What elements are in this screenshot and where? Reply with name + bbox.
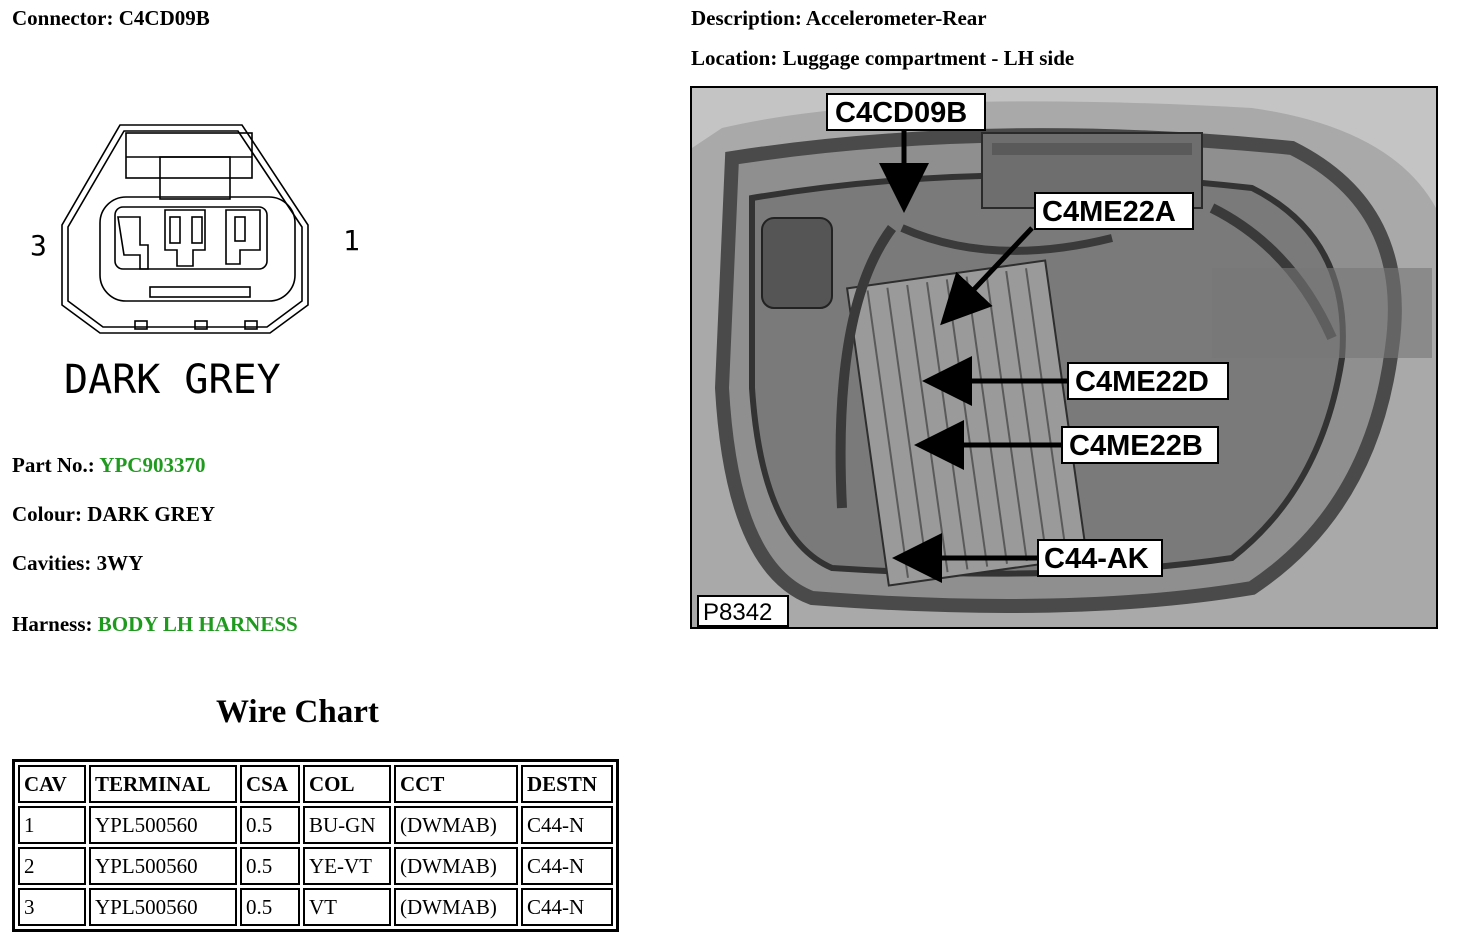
cell-col: VT <box>303 888 391 926</box>
cavities-label: Cavities: <box>12 551 92 575</box>
header-csa: CSA <box>240 765 300 803</box>
cell-destn: C44-N <box>521 806 613 844</box>
wire-chart-table: CAV TERMINAL CSA COL CCT DESTN 1 YPL5005… <box>12 759 619 932</box>
cell-cct: (DWMAB) <box>394 888 518 926</box>
cell-cav: 1 <box>18 806 86 844</box>
wire-chart-title: Wire Chart <box>216 694 379 730</box>
header-destn: DESTN <box>521 765 613 803</box>
header-cav: CAV <box>18 765 86 803</box>
table-row: 3 YPL500560 0.5 VT (DWMAB) C44-N <box>18 888 613 926</box>
callout-c4me22b: C4ME22B <box>1069 430 1203 462</box>
cavities-field: Cavities: 3WY <box>12 551 143 576</box>
pin-3-label: 3 <box>30 229 47 262</box>
wire-chart-header-row: CAV TERMINAL CSA COL CCT DESTN <box>18 765 613 803</box>
description-field: Description: Accelerometer-Rear <box>691 6 987 31</box>
cell-cav: 3 <box>18 888 86 926</box>
table-row: 2 YPL500560 0.5 YE-VT (DWMAB) C44-N <box>18 847 613 885</box>
location-value: Luggage compartment - LH side <box>782 46 1075 70</box>
cell-csa: 0.5 <box>240 806 300 844</box>
location-label: Location: <box>691 46 778 70</box>
harness-label: Harness: <box>12 612 93 636</box>
pin-1-label: 1 <box>343 224 360 257</box>
cell-csa: 0.5 <box>240 888 300 926</box>
part-no-value: YPC903370 <box>99 453 206 477</box>
cell-cav: 2 <box>18 847 86 885</box>
header-col: COL <box>303 765 391 803</box>
header-cct: CCT <box>394 765 518 803</box>
cell-cct: (DWMAB) <box>394 806 518 844</box>
cell-destn: C44-N <box>521 847 613 885</box>
cell-csa: 0.5 <box>240 847 300 885</box>
callout-c4me22a: C4ME22A <box>1042 196 1176 228</box>
callout-c4me22d: C4ME22D <box>1075 366 1209 398</box>
table-row: 1 YPL500560 0.5 BU-GN (DWMAB) C44-N <box>18 806 613 844</box>
cell-terminal: YPL500560 <box>89 806 237 844</box>
connector-color-caption: DARK GREY <box>64 357 281 403</box>
cell-terminal: YPL500560 <box>89 888 237 926</box>
location-field: Location: Luggage compartment - LH side <box>691 46 1074 71</box>
colour-label: Colour: <box>12 502 82 526</box>
colour-field: Colour: DARK GREY <box>12 502 215 527</box>
callout-c44-ak: C44-AK <box>1044 543 1149 575</box>
cell-destn: C44-N <box>521 888 613 926</box>
harness-value: BODY LH HARNESS <box>97 612 298 636</box>
location-photo: C4CD09B C4ME22A C4ME22D C4ME22B C44-AK P… <box>690 86 1438 629</box>
connector-value: C4CD09B <box>118 6 210 30</box>
part-no-label: Part No.: <box>12 453 95 477</box>
colour-value: DARK GREY <box>87 502 216 526</box>
connector-face-diagram: 3 1 DARK GREY <box>30 124 360 403</box>
part-no-field: Part No.: YPC903370 <box>12 453 205 478</box>
callout-c4cd09b: C4CD09B <box>835 97 967 129</box>
connector-field: Connector: C4CD09B <box>12 6 210 31</box>
cell-terminal: YPL500560 <box>89 847 237 885</box>
description-label: Description: <box>691 6 802 30</box>
cell-cct: (DWMAB) <box>394 847 518 885</box>
cavities-value: 3WY <box>96 551 144 575</box>
harness-field: Harness: BODY LH HARNESS <box>12 612 298 637</box>
description-value: Accelerometer-Rear <box>805 6 987 30</box>
connector-label: Connector: <box>12 6 114 30</box>
cell-col: BU-GN <box>303 806 391 844</box>
figure-id: P8342 <box>703 599 772 626</box>
header-terminal: TERMINAL <box>89 765 237 803</box>
location-photo-illustration: C4CD09B C4ME22A C4ME22D C4ME22B C44-AK P… <box>692 88 1436 627</box>
cell-col: YE-VT <box>303 847 391 885</box>
